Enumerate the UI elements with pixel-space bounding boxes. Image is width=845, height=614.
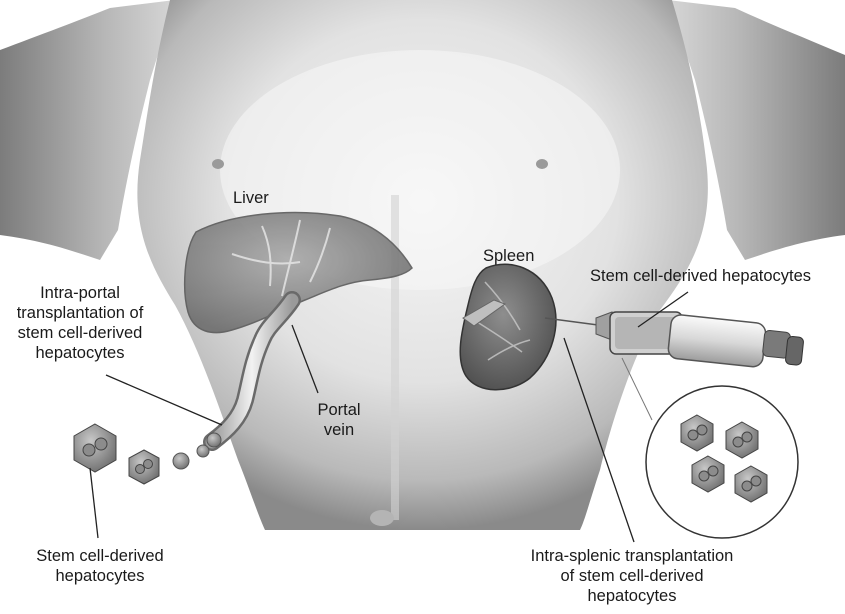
label-intra-portal-line3: stem cell-derived (5, 323, 155, 343)
label-intra-splenic-line2: of stem cell-derived (512, 566, 752, 586)
label-intra-splenic-line3: hepatocytes (512, 586, 752, 606)
hepatocyte-cell (74, 424, 116, 472)
label-liver: Liver (233, 188, 269, 208)
label-intra-splenic-line1: Intra-splenic transplantation (512, 546, 752, 566)
label-spleen: Spleen (483, 246, 534, 266)
label-intra-portal: Intra-portal transplantation of stem cel… (5, 283, 155, 363)
label-left-cells-line1: Stem cell-derived (10, 546, 190, 566)
label-portal-vein-line1: Portal (312, 400, 366, 420)
leader-left-cells (90, 468, 98, 538)
label-intra-portal-line4: hepatocytes (5, 343, 155, 363)
hepatocyte-cell (129, 450, 159, 484)
label-left-cells: Stem cell-derived hepatocytes (10, 546, 190, 586)
left-nipple (212, 159, 224, 169)
label-portal-vein: Portal vein (312, 400, 366, 440)
magnified-cells (622, 358, 798, 538)
label-left-cells-line2: hepatocytes (10, 566, 190, 586)
right-nipple (536, 159, 548, 169)
navel (370, 510, 394, 526)
label-intra-splenic: Intra-splenic transplantation of stem ce… (512, 546, 752, 606)
label-syringe-cells: Stem cell-derived hepatocytes (590, 266, 811, 286)
free-cells (74, 424, 159, 484)
label-intra-portal-line2: transplantation of (5, 303, 155, 323)
label-intra-portal-line1: Intra-portal (5, 283, 155, 303)
label-portal-vein-line2: vein (312, 420, 366, 440)
leader-intra-portal (106, 375, 222, 425)
